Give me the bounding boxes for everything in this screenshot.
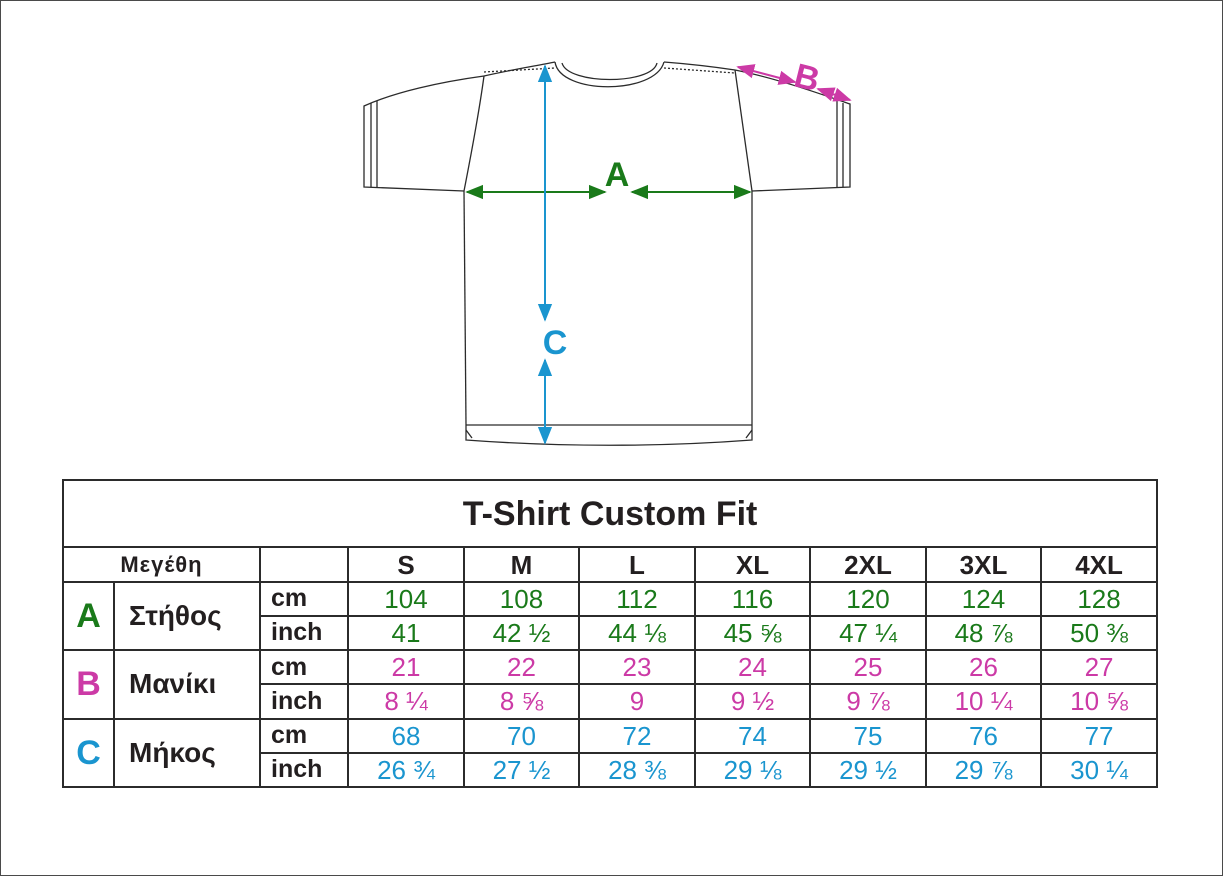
measurement-cell: 41 (347, 614, 465, 652)
size-header: XL (694, 546, 811, 583)
unit-label: cm (259, 580, 349, 617)
measurement-cell: 30 ¼ (1039, 751, 1159, 789)
measurement-cell: 10 ¼ (925, 683, 1042, 720)
measurement-cell: 28 ⅜ (578, 751, 696, 789)
measurement-cell: 24 (694, 649, 811, 686)
dimension-name: Μανίκι (113, 649, 261, 720)
measurement-cell: 124 (925, 580, 1042, 617)
measurement-cell: 26 (925, 649, 1042, 686)
tshirt-outline (363, 61, 851, 446)
dimension-letter: B (62, 649, 115, 720)
size-header: 3XL (925, 546, 1042, 583)
measurement-cell: 112 (578, 580, 696, 617)
measurement-cell: 8 ¼ (347, 683, 465, 720)
measurement-cell: 29 ⅛ (694, 751, 811, 789)
measurement-cell: 27 (1039, 649, 1159, 686)
dimension-letter: C (62, 717, 115, 789)
measurement-cell: 8 ⅝ (463, 683, 580, 720)
measurement-cell: 9 ½ (694, 683, 811, 720)
measurement-cell: 45 ⅝ (694, 614, 811, 652)
sleeve-arrow-left (736, 64, 797, 85)
tshirt-diagram: A B C (363, 57, 852, 446)
measurement-cell: 70 (463, 717, 580, 754)
unit-label: cm (259, 649, 349, 686)
measurement-cell: 72 (578, 717, 696, 754)
measurement-cell: 116 (694, 580, 811, 617)
measurement-cell: 128 (1039, 580, 1159, 617)
measurement-cell: 10 ⅝ (1039, 683, 1159, 720)
measurement-cell: 27 ½ (463, 751, 580, 789)
measurement-cell: 29 ⅞ (925, 751, 1042, 789)
measurement-cell: 42 ½ (463, 614, 580, 652)
size-header: S (347, 546, 465, 583)
measurement-cell: 9 ⅞ (809, 683, 927, 720)
unit-label: cm (259, 717, 349, 754)
measurement-cell: 9 (578, 683, 696, 720)
measurement-cell: 76 (925, 717, 1042, 754)
measurement-cell: 75 (809, 717, 927, 754)
label-c: C (543, 324, 568, 362)
measurement-cell: 77 (1039, 717, 1159, 754)
sizes-label: Μεγέθη (62, 546, 261, 583)
size-header: M (463, 546, 580, 583)
measurement-cell: 108 (463, 580, 580, 617)
label-a: A (605, 156, 630, 194)
unit-label: inch (259, 751, 349, 789)
table-title: T-Shirt Custom Fit (61, 478, 1159, 549)
measurement-cell: 120 (809, 580, 927, 617)
sleeve-arrow-right (816, 87, 852, 102)
header-blank (259, 546, 349, 583)
measurement-cell: 21 (347, 649, 465, 686)
measurement-cell: 44 ⅛ (578, 614, 696, 652)
dimension-letter: A (62, 580, 115, 652)
size-header: 4XL (1039, 546, 1159, 583)
measurement-cell: 26 ¾ (347, 751, 465, 789)
measurement-cell: 47 ¼ (809, 614, 927, 652)
dimension-name: Στήθος (113, 580, 261, 652)
measurement-cell: 50 ⅜ (1039, 614, 1159, 652)
measurement-cell: 22 (463, 649, 580, 686)
unit-label: inch (259, 683, 349, 720)
measurement-cell: 104 (347, 580, 465, 617)
header-row: Μεγέθη S M L XL 2XL 3XL 4XL (62, 546, 1159, 583)
measurement-cell: 25 (809, 649, 927, 686)
dimension-name: Μήκος (113, 717, 261, 789)
measurement-cell: 74 (694, 717, 811, 754)
measurement-cell: 23 (578, 649, 696, 686)
size-table: T-Shirt Custom Fit Μεγέθη S M L XL 2XL 3… (61, 478, 1159, 789)
measurement-cell: 48 ⅞ (925, 614, 1042, 652)
size-header: L (578, 546, 696, 583)
unit-label: inch (259, 614, 349, 652)
measurement-cell: 68 (347, 717, 465, 754)
size-header: 2XL (809, 546, 927, 583)
measurement-cell: 29 ½ (809, 751, 927, 789)
